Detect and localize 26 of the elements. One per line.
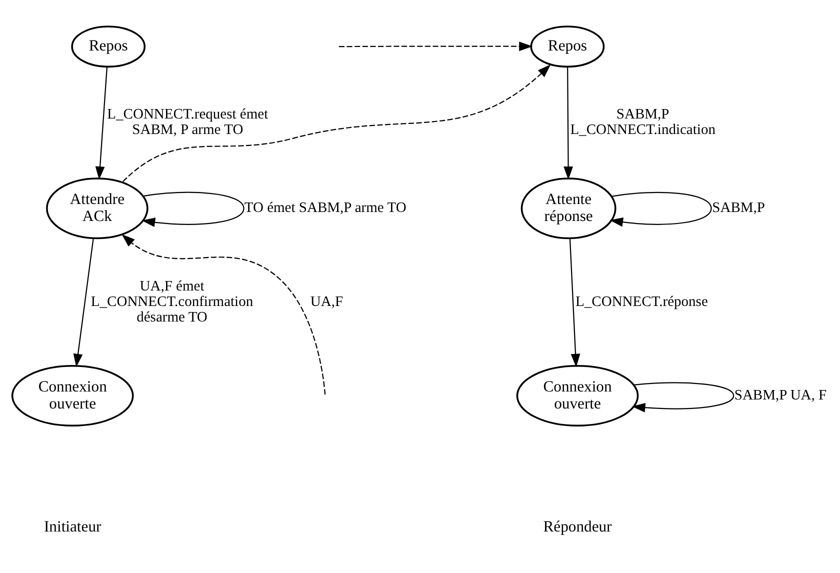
edge-label: UA,F émet L_CONNECT.confirmation désarme TO	[90, 278, 254, 326]
node-ellipse: Connexion ouverte	[516, 364, 639, 426]
edge-label: L_CONNECT.réponse	[576, 293, 708, 310]
edge-label: TO émet SABM,P arme TO	[244, 200, 406, 216]
edge-label: SABM,P	[712, 200, 766, 216]
arrow	[122, 64, 551, 182]
arrow	[632, 382, 734, 412]
edge-label: UA,F	[310, 293, 344, 310]
arrow	[142, 191, 244, 226]
node-ellipse: Attente réponse	[520, 177, 616, 239]
arrow	[569, 238, 580, 367]
arrow	[564, 66, 573, 180]
node-ellipse: Connexion ouverte	[11, 364, 134, 426]
arrow	[338, 41, 533, 51]
edge-label: L_CONNECT.request émet SABM, P arme TO	[107, 106, 268, 138]
node-ellipse: Attendre ACk	[46, 177, 148, 239]
arrow	[95, 66, 108, 180]
arrow	[73, 238, 94, 367]
edge-label: SABM,P L_CONNECT.indication	[570, 106, 716, 138]
label: Initiateur	[44, 518, 102, 536]
node-ellipse: Repos	[530, 25, 605, 68]
edge-label: SABM,P UA, F	[734, 387, 827, 404]
node-ellipse: Repos	[71, 25, 146, 68]
arrow	[610, 191, 712, 226]
arrow	[122, 234, 326, 394]
label: Répondeur	[543, 518, 612, 536]
